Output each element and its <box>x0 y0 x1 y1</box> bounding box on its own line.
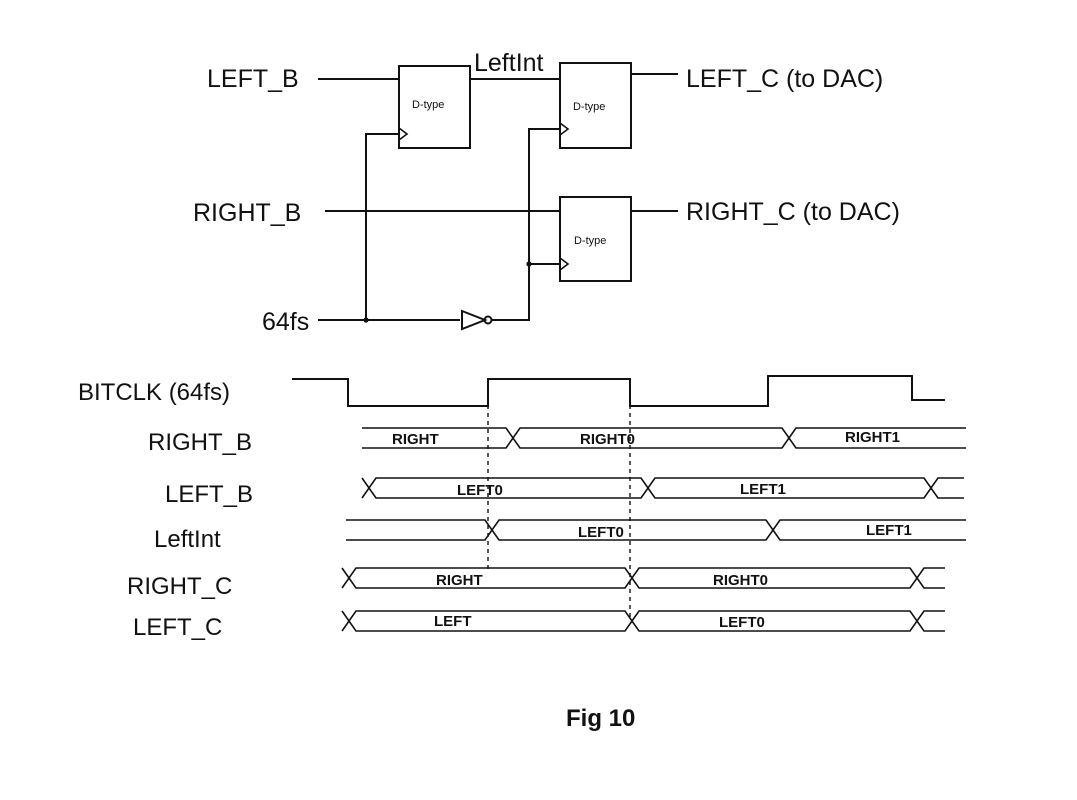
schematic-wires <box>318 73 678 323</box>
waveform-segment-label: LEFT1 <box>740 481 786 498</box>
schematic: LEFT_B RIGHT_B 64fs LeftInt LEFT_C (to D… <box>193 49 900 336</box>
inverter-symbol <box>461 309 493 331</box>
timing-label-left-c: LEFT_C <box>133 614 222 641</box>
timing-label-leftint: LeftInt <box>154 526 221 553</box>
left-c-output-label: LEFT_C (to DAC) <box>686 65 883 93</box>
waveform-segment-label: LEFT0 <box>457 482 503 499</box>
waveform-segment-label: RIGHT0 <box>580 431 635 448</box>
junction-dot <box>526 261 532 267</box>
junction-dot <box>363 317 369 323</box>
leftint-net-label: LeftInt <box>474 49 544 77</box>
flipflop-label: D-type <box>412 99 444 111</box>
wire-ff1-clock <box>365 133 399 320</box>
leftint-waveform: LEFT0 LEFT1 <box>346 519 966 541</box>
d-type-flipflop-2: D-type <box>559 62 632 149</box>
waveform-segment-label: LEFT1 <box>866 522 912 539</box>
waveform-segment-label: LEFT0 <box>719 614 765 631</box>
wire-inv-clock <box>492 128 560 321</box>
waveform-segment-label: LEFT <box>434 613 472 630</box>
waveform-segment-label: RIGHT <box>436 572 483 589</box>
timing-label-left-b: LEFT_B <box>165 481 253 508</box>
left-c-waveform: LEFT LEFT0 <box>341 610 945 632</box>
waveform-segment-label: RIGHT0 <box>713 572 768 589</box>
right-c-waveform: RIGHT RIGHT0 <box>341 567 945 589</box>
left-b-input-label: LEFT_B <box>207 65 299 93</box>
flipflop-label: D-type <box>574 235 606 247</box>
figure-caption: Fig 10 <box>566 705 635 732</box>
timing-diagram: BITCLK (64fs) RIGHT_B LEFT_B LeftInt RIG… <box>78 375 966 641</box>
flipflop-label: D-type <box>573 101 605 113</box>
waveform-segment-label: RIGHT1 <box>845 429 900 446</box>
timing-label-right-c: RIGHT_C <box>127 573 232 600</box>
right-c-output-label: RIGHT_C (to DAC) <box>686 198 900 226</box>
timing-label-right-b: RIGHT_B <box>148 429 252 456</box>
right-b-input-label: RIGHT_B <box>193 199 301 227</box>
timing-label-bitclk: BITCLK (64fs) <box>78 379 230 406</box>
bitclk-waveform <box>292 375 945 407</box>
clock-input-label: 64fs <box>262 308 309 336</box>
d-type-flipflop-1: D-type <box>398 65 471 149</box>
right-b-waveform: RIGHT RIGHT0 RIGHT1 <box>362 427 966 449</box>
waveform-segment-label: RIGHT <box>392 431 439 448</box>
d-type-flipflop-3: D-type <box>559 196 632 282</box>
waveform-segment-label: LEFT0 <box>578 524 624 541</box>
left-b-waveform: LEFT0 LEFT1 <box>361 477 964 499</box>
